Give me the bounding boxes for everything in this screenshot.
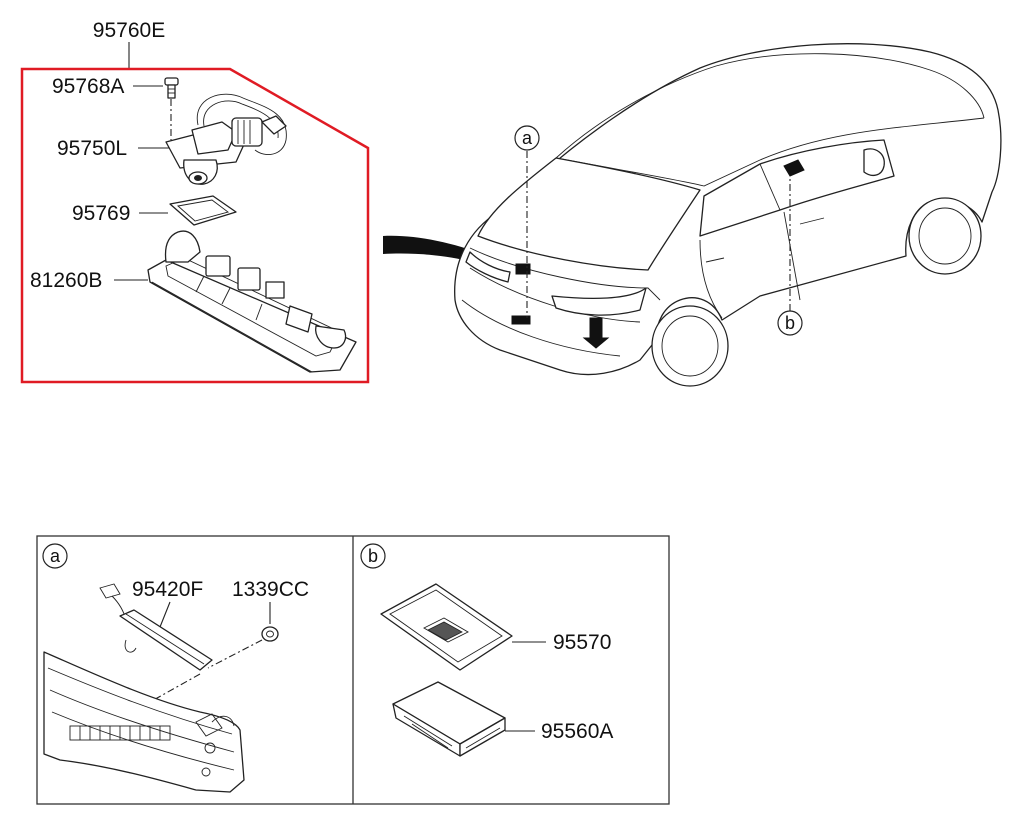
- ref-b-label: b: [785, 313, 795, 333]
- label-95560A: 95560A: [541, 720, 613, 743]
- label-95760E: 95760E: [93, 19, 165, 42]
- bolt-drawing: [164, 77, 179, 99]
- detail-b-label: b: [368, 546, 378, 566]
- module-location-mark: [511, 315, 531, 325]
- detail-b: b 95570 95560A: [360, 543, 613, 757]
- label-95750L: 95750L: [57, 137, 127, 160]
- detail-a: a 95420F 1339CC: [42, 543, 309, 793]
- camera-location-mark: [515, 263, 531, 275]
- sensor-location-mark: [582, 317, 610, 349]
- detail-a-label: a: [50, 546, 61, 566]
- camera-drawing: [165, 93, 287, 185]
- label-95420F: 95420F: [132, 578, 203, 601]
- label-95768A: 95768A: [52, 75, 124, 98]
- housing-drawing: [147, 230, 357, 373]
- pointer-arrow: [383, 235, 510, 274]
- ref-a-marker: a: [514, 125, 540, 318]
- unit-drawing: [392, 681, 506, 757]
- camera-assembly-group: 95760E 95768A 95750L: [20, 19, 370, 384]
- nut-drawing: [261, 626, 279, 642]
- car-drawing: [454, 43, 1002, 387]
- label-95570: 95570: [553, 631, 611, 654]
- rear-panel-drawing: [43, 651, 245, 793]
- highlight-frame: [20, 67, 370, 384]
- nut-axis-line: [207, 639, 263, 669]
- label-81260B: 81260B: [30, 269, 102, 292]
- label-1339CC: 1339CC: [232, 578, 309, 601]
- ref-a-label: a: [522, 128, 533, 148]
- ref-b-marker: b: [777, 176, 803, 336]
- gasket-drawing: [169, 195, 237, 226]
- cover-drawing: [380, 583, 513, 671]
- module-axis-line: [149, 673, 201, 703]
- unit-location-mark: [783, 159, 805, 177]
- module-drawing: [99, 583, 213, 671]
- label-95769: 95769: [72, 202, 130, 225]
